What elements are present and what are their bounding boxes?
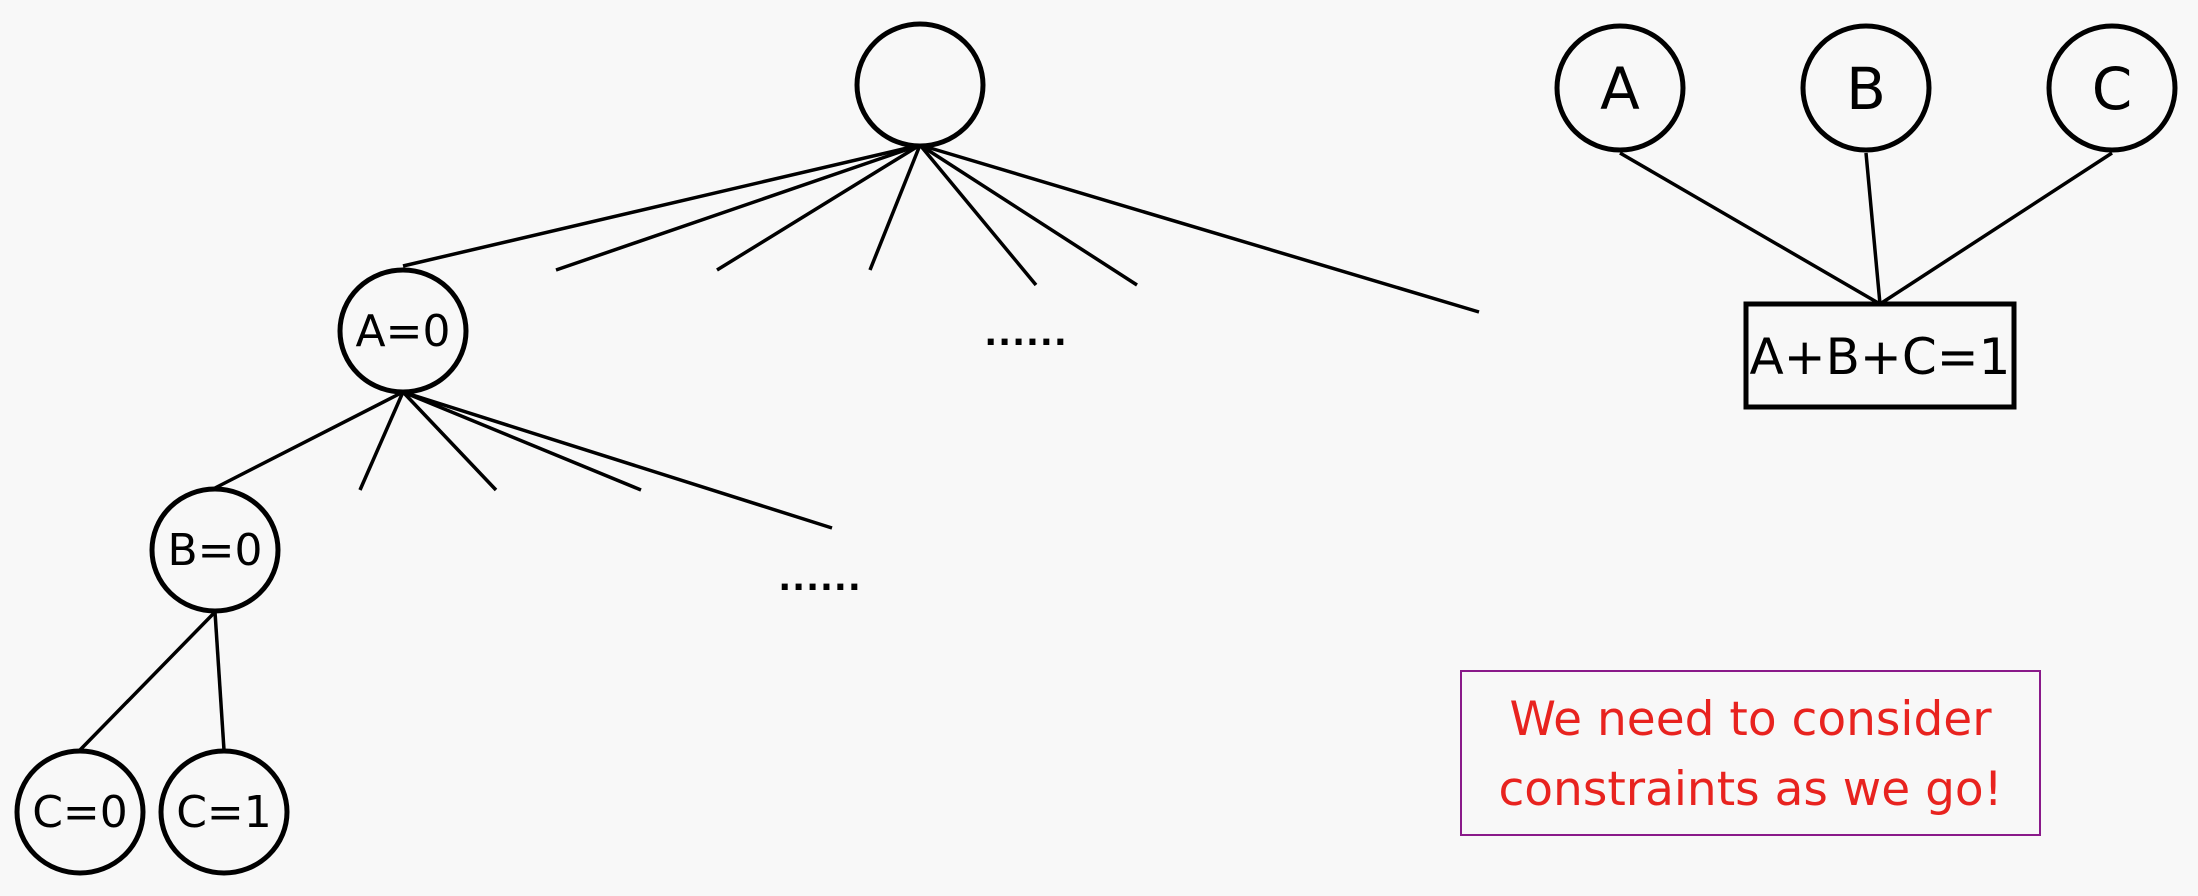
tree-node-c0: C=0 <box>14 748 146 876</box>
tree-node-b0-label: B=0 <box>167 525 262 576</box>
note-box: We need to consider constraints as we go… <box>1460 670 2041 836</box>
b0-edges <box>78 610 226 752</box>
note-line-2: constraints as we go! <box>1498 762 2003 817</box>
constraint-node: A+B+C=1 <box>1743 301 2017 410</box>
edge-root-branch-6 <box>919 143 1138 287</box>
variable-node-a-label: A <box>1600 55 1640 123</box>
edge-root-branch-5 <box>918 143 1038 287</box>
edge-var-c-constraint <box>1879 151 2113 306</box>
edge-a0-branch-2 <box>358 391 405 491</box>
ellipsis-upper: ...... <box>984 314 1068 354</box>
edge-root-a0 <box>402 143 921 268</box>
ellipsis-lower: ...... <box>778 559 862 599</box>
tree-node-a0: A=0 <box>337 267 469 395</box>
edge-root-branch-3 <box>716 143 921 272</box>
variable-node-b-label: B <box>1846 55 1886 123</box>
tree-leaf-c1-label: C=1 <box>176 787 272 838</box>
edge-var-a-constraint <box>1619 151 1881 306</box>
note-line-1: We need to consider <box>1509 692 1992 747</box>
edge-root-branch-2 <box>555 143 921 272</box>
tree-node-c1: C=1 <box>158 748 290 876</box>
tree-node-a0-label: A=0 <box>356 306 451 357</box>
edge-root-branch-4 <box>868 144 922 271</box>
edge-a0-branch-4 <box>402 390 642 492</box>
variable-node-c-label: C <box>2092 55 2133 123</box>
variable-node-a: A <box>1554 23 1686 153</box>
a0-edges <box>214 390 833 530</box>
edge-b0-c0 <box>78 610 217 752</box>
edge-b0-c1 <box>213 611 226 751</box>
variable-node-b: B <box>1800 23 1932 153</box>
tree-node-b0: B=0 <box>149 486 281 614</box>
edge-a0-b0 <box>214 390 404 490</box>
factor-edges <box>1619 151 2113 306</box>
edge-root-branch-7 <box>919 143 1480 314</box>
tree-leaf-c0-label: C=0 <box>32 787 128 838</box>
edge-a0-branch-3 <box>401 390 498 492</box>
variable-node-c: C <box>2046 23 2178 153</box>
edge-var-b-constraint <box>1864 152 1882 305</box>
edge-a0-branch-5 <box>402 390 833 530</box>
tree-node-root <box>854 21 986 149</box>
constraint-label: A+B+C=1 <box>1750 328 2011 386</box>
root-edges <box>402 143 1480 314</box>
